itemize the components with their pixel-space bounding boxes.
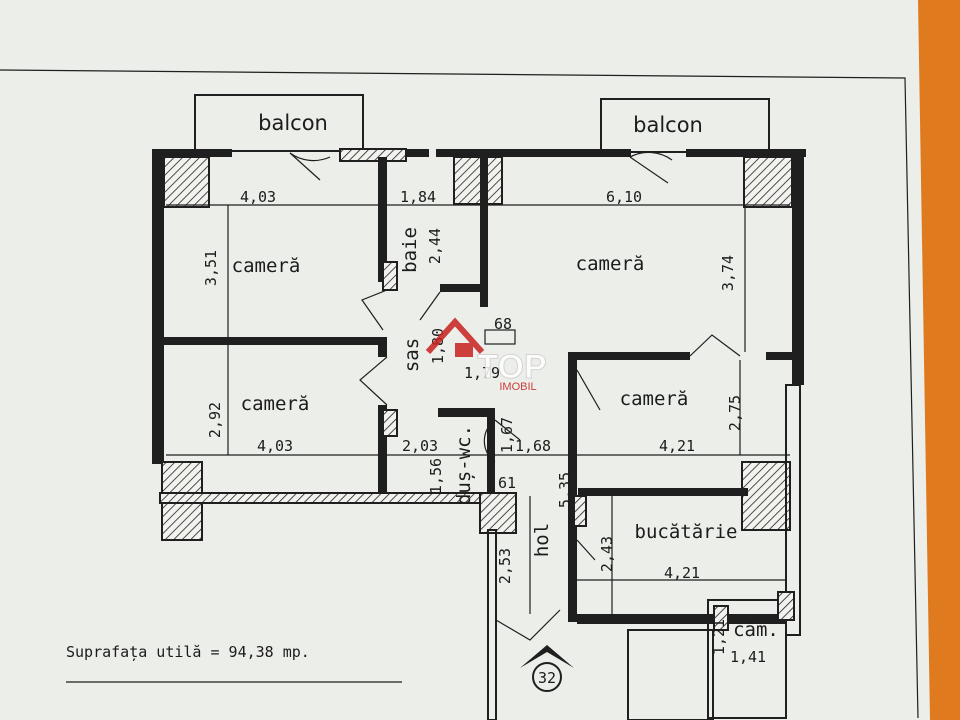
- dim-3-74: 3,74: [719, 255, 737, 291]
- dim-2-75: 2,75: [726, 395, 744, 431]
- dim-3-51: 3,51: [202, 250, 220, 286]
- door-swings: [289, 151, 741, 641]
- dim-2-53: 2,53: [496, 548, 514, 584]
- dim-1-67: 1,67: [498, 417, 516, 453]
- room-label-bucatarie: bucătărie: [635, 521, 738, 543]
- dim-4-03-bottom: 4,03: [257, 437, 293, 455]
- apartment-number: 32: [538, 669, 556, 687]
- balcony-right: [600, 98, 770, 153]
- dim-1-68: 1,68: [515, 437, 551, 455]
- room-label-camera-top-left: cameră: [232, 255, 301, 277]
- room-label-hol: hol: [531, 523, 553, 557]
- room-label-sas: sas: [401, 338, 423, 372]
- paper-border: [0, 69, 919, 719]
- dim-1-56: 1,56: [427, 458, 445, 494]
- area-note: Suprafața utilă = 94,38 mp.: [66, 643, 310, 661]
- dim-1-84: 1,84: [400, 188, 436, 206]
- dim-5-35: 5,35: [556, 472, 574, 508]
- entrance-arrow-icon: [520, 645, 574, 668]
- dim-2-92: 2,92: [206, 402, 224, 438]
- dim-2-44: 2,44: [426, 228, 444, 264]
- room-label-camera-mid-right: cameră: [620, 388, 689, 410]
- interior-walls: [164, 157, 795, 720]
- watermark-sub: IMOBIL: [499, 381, 536, 393]
- outer-walls: [152, 148, 806, 636]
- dim-2-03: 2,03: [402, 437, 438, 455]
- dim-4-21-bottom: 4,21: [664, 564, 700, 582]
- room-label-camera-top-right: cameră: [576, 253, 645, 275]
- room-label-dus-wc: duș-wc.: [453, 425, 475, 505]
- balcony-right-label: balcon: [633, 113, 703, 137]
- room-label-camara: căm.: [733, 619, 779, 641]
- room-label-baie: baie: [399, 227, 421, 273]
- watermark-logo: TOP IMOBIL: [425, 317, 547, 393]
- dimension-lines: [166, 204, 790, 614]
- dim-1-79: 1,79: [464, 364, 500, 382]
- apartment-number-circle: [532, 662, 562, 692]
- dim-1-21: 1,21: [710, 619, 728, 655]
- dim-4-21-mid: 4,21: [659, 437, 695, 455]
- dim-61: 61: [498, 474, 516, 492]
- shaft-box: [484, 329, 516, 345]
- dim-6-10: 6,10: [606, 188, 642, 206]
- room-label-camera-mid-left: cameră: [241, 393, 310, 415]
- dim-68: 68: [494, 315, 512, 333]
- balcony-left: [194, 94, 364, 152]
- paper: [0, 0, 930, 720]
- dim-4-03-top: 4,03: [240, 188, 276, 206]
- dim-2-43: 2,43: [598, 536, 616, 572]
- balcony-left-label: balcon: [258, 111, 328, 135]
- dim-1-41: 1,41: [730, 648, 766, 666]
- watermark-brand: TOP: [477, 348, 546, 386]
- house-roof-icon: [425, 317, 485, 355]
